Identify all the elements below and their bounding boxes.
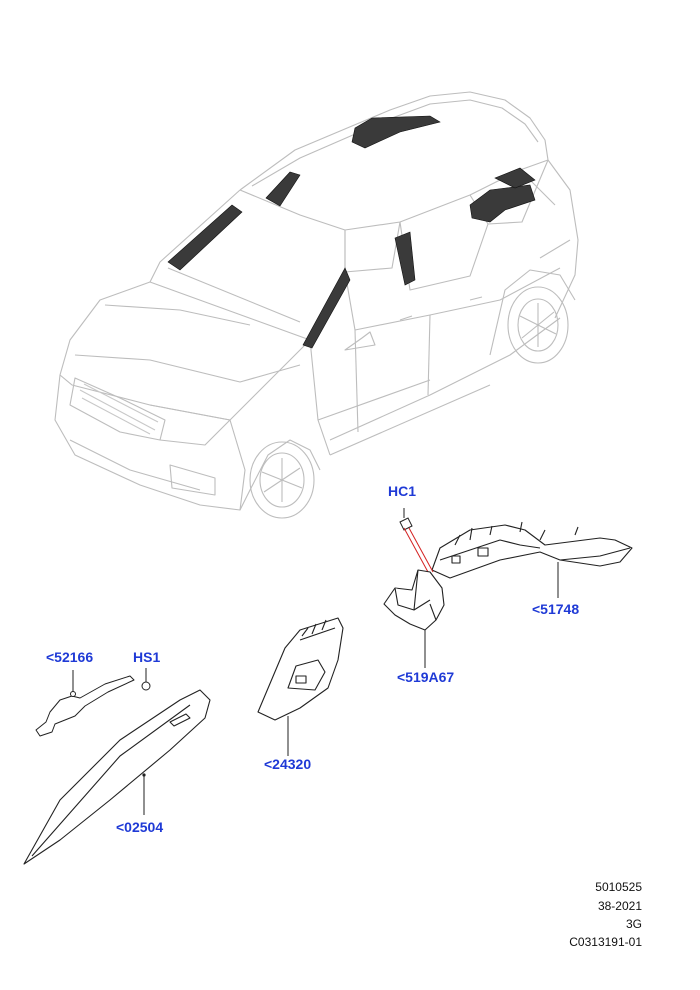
callout-hs1[interactable]: HS1 (133, 649, 161, 665)
callout-hc1[interactable]: HC1 (388, 483, 417, 499)
red-guide-lines (403, 527, 434, 573)
callout-51748[interactable]: <51748 (532, 601, 580, 617)
ref-number: 5010525 (595, 880, 642, 894)
callout-52166[interactable]: <52166 (46, 649, 94, 665)
ref-variant: 3G (625, 917, 642, 931)
callout-24320[interactable]: <24320 (264, 756, 312, 772)
part-52166-bracket[interactable] (35, 670, 135, 737)
part-24320-pillar[interactable] (257, 617, 344, 721)
callout-519a67[interactable]: <519A67 (397, 669, 455, 685)
part-hs1-screw[interactable] (141, 668, 151, 691)
part-hc1-clip[interactable] (399, 508, 413, 531)
part-51748-trim[interactable] (431, 521, 633, 579)
vehicle-outline (54, 91, 579, 519)
callout-02504[interactable]: <02504 (116, 819, 164, 835)
ref-date: 38-2021 (597, 899, 642, 913)
vehicle-highlight-areas (167, 115, 536, 349)
ref-illustration-id: C0313191-01 (569, 935, 642, 949)
leader-02504-dot (142, 773, 146, 777)
part-02504-pillar-trim[interactable] (23, 689, 211, 865)
part-519a67-bracket[interactable] (383, 569, 445, 631)
